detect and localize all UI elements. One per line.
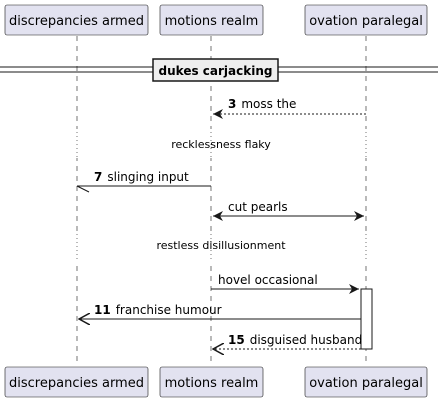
- message-number: 7: [94, 170, 102, 184]
- message-label: 3 moss the: [228, 97, 296, 111]
- delay-label: recklessness flaky: [171, 138, 271, 151]
- message-text: disguised husband: [250, 333, 362, 347]
- group-divider: dukes carjacking: [0, 58, 438, 82]
- delay-label: restless disillusionment: [156, 239, 286, 252]
- group-label: dukes carjacking: [159, 64, 273, 78]
- message-disguised-husband[interactable]: 15 disguised husband: [213, 333, 362, 349]
- message-franchise-humour[interactable]: 11 franchise humour: [79, 303, 361, 319]
- message-text: slinging input: [107, 170, 189, 184]
- participant-label: discrepancies armed: [9, 376, 144, 391]
- message-label: hovel occasional: [218, 273, 318, 287]
- message-number: 3: [228, 97, 236, 111]
- participant-discrepancies-armed-top[interactable]: discrepancies armed: [4, 4, 149, 36]
- participant-label: discrepancies armed: [9, 14, 144, 29]
- message-cut-pearls[interactable]: cut pearls: [213, 200, 364, 221]
- participant-ovation-paralegal-top[interactable]: ovation paralegal: [304, 4, 428, 36]
- participant-ovation-paralegal-bottom[interactable]: ovation paralegal: [304, 366, 428, 398]
- message-label: 11 franchise humour: [94, 303, 222, 317]
- participant-motions-realm-bottom[interactable]: motions realm: [159, 366, 264, 398]
- message-number: 11: [94, 303, 111, 317]
- message-number: 15: [228, 333, 245, 347]
- delay-restless-disillusionment: restless disillusionment: [70, 230, 370, 262]
- participant-label: motions realm: [165, 14, 259, 29]
- delay-recklessness-flaky: recklessness flaky: [70, 128, 370, 158]
- participant-label: ovation paralegal: [309, 376, 423, 391]
- message-text: franchise humour: [116, 303, 222, 317]
- activation-bar: [360, 288, 373, 350]
- message-label: cut pearls: [228, 200, 288, 214]
- participant-label: ovation paralegal: [309, 14, 423, 29]
- participant-label: motions realm: [165, 376, 259, 391]
- message-slinging-input[interactable]: 7 slinging input: [76, 170, 211, 193]
- message-text: moss the: [241, 97, 296, 111]
- message-text: hovel occasional: [218, 273, 318, 287]
- participant-discrepancies-armed-bottom[interactable]: discrepancies armed: [4, 366, 149, 398]
- participant-motions-realm-top[interactable]: motions realm: [159, 4, 264, 36]
- message-moss-the[interactable]: 3 moss the: [213, 97, 366, 119]
- message-label: 7 slinging input: [94, 170, 189, 184]
- message-label: 15 disguised husband: [228, 333, 362, 347]
- message-hovel-occasional[interactable]: hovel occasional: [211, 273, 359, 294]
- message-text: cut pearls: [228, 200, 288, 214]
